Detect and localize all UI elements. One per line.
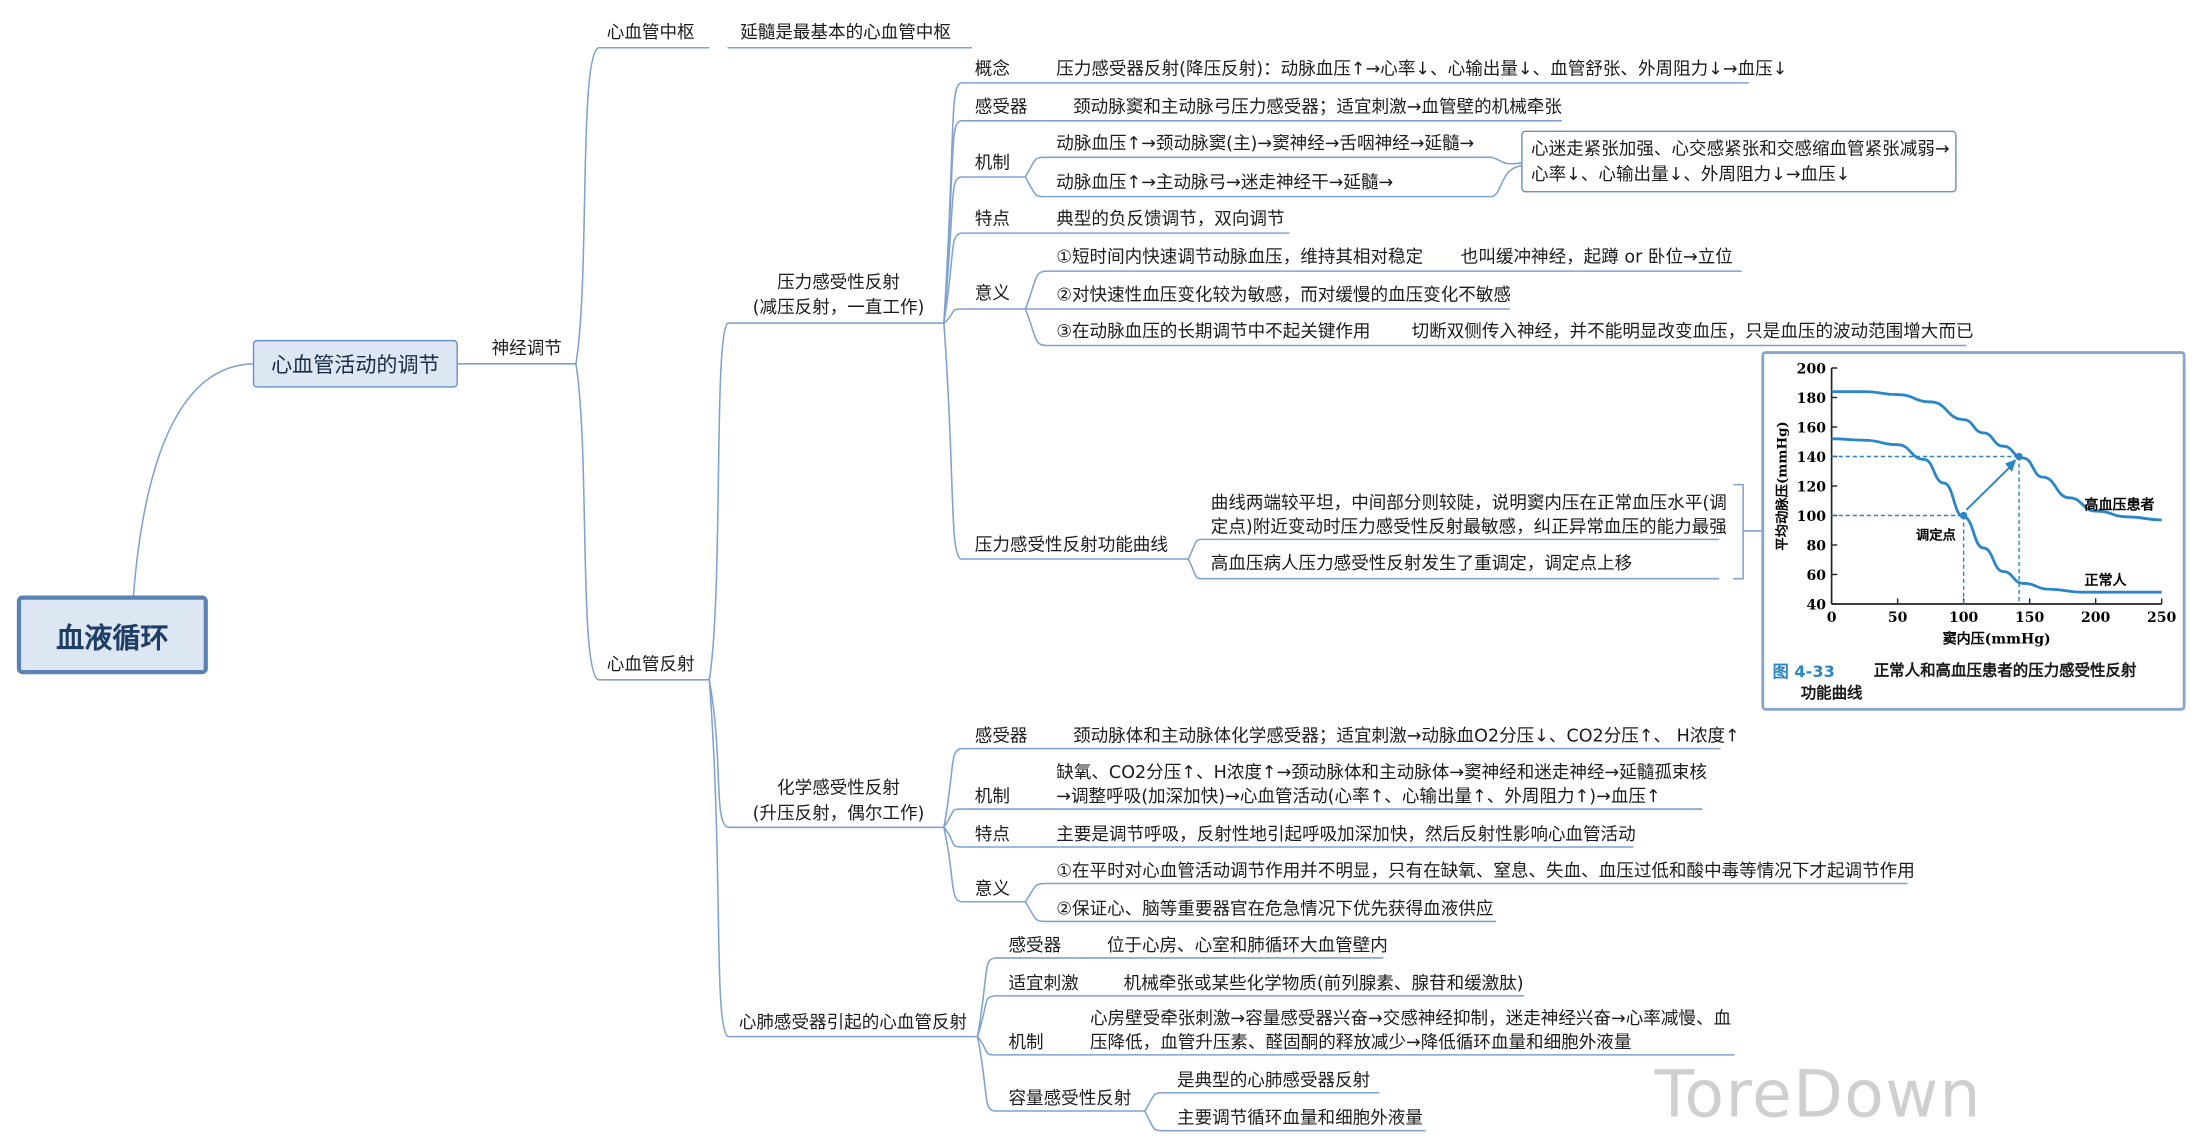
node-baro-reflex-title[interactable]: 压力感受性反射 — [777, 271, 900, 293]
x-tick-label: 50 — [1888, 610, 1908, 626]
watermark-text: ToreDown — [1654, 1056, 1982, 1133]
node-baro-mechanism[interactable]: 机制 — [974, 151, 1010, 173]
y-tick-label: 200 — [1797, 362, 1827, 378]
node-cp-volume-2[interactable]: 主要调节循环血量和细胞外液量 — [1177, 1106, 1423, 1128]
node-baro-reflex-subtitle[interactable]: (减压反射，一直工作) — [752, 296, 925, 318]
x-tick-label: 150 — [2015, 610, 2045, 626]
node-chemo-mechanism[interactable]: 机制 — [974, 785, 1010, 807]
setpoint-marker — [1959, 511, 1968, 520]
node-cp-mech-1[interactable]: 心房壁受牵张刺激→容量感受器兴奋→交感神经抑制，迷走神经兴奋→心率减慢、血 — [1089, 1007, 1732, 1029]
node-cv-center-desc[interactable]: 延髓是最基本的心血管中枢 — [740, 21, 951, 43]
y-tick-label: 40 — [1806, 598, 1826, 614]
x-tick-label: 100 — [1949, 610, 1979, 626]
node-baro-function-curve[interactable]: 压力感受性反射功能曲线 — [974, 533, 1168, 555]
node-cp-stimulus-text[interactable]: 机械牵张或某些化学物质(前列腺素、腺苷和缓激肽) — [1123, 971, 1524, 994]
node-cp-mechanism[interactable]: 机制 — [1008, 1030, 1044, 1053]
y-tick-label: 80 — [1806, 539, 1826, 555]
y-tick-label: 180 — [1797, 391, 1827, 407]
baro-mech-result-box[interactable]: 心迷走紧张加强、心交感紧张和交感缩血管紧张减弱→ 心率↓、心输出量↓、外周阻力↓… — [1521, 130, 1957, 193]
chart-series — [1831, 390, 2162, 604]
figure-caption-title-1: 正常人和高血压患者的压力感受性反射 — [1873, 661, 2137, 680]
baro-mech-result-line-2: 心率↓、心输出量↓、外周阻力↓→血压↓ — [1531, 162, 1851, 185]
setpoint-shift-arrow — [1965, 464, 2013, 511]
y-tick-label: 120 — [1797, 480, 1827, 496]
node-baro-curve-desc-1a[interactable]: 曲线两端较平坦，中间部分则较陡，说明窦内压在正常血压水平(调 — [1210, 491, 1727, 513]
y-tick-label: 60 — [1806, 568, 1826, 584]
node-chemo-reflex-title[interactable]: 化学感受性反射 — [777, 776, 900, 798]
node-baro-meaning-2[interactable]: ②对快速性血压变化较为敏感，而对缓慢的血压变化不敏感 — [1056, 283, 1511, 305]
root-node[interactable]: 血液循环 — [16, 595, 208, 675]
x-axis-label: 窦内压(mmHg) — [1943, 630, 2051, 647]
node-cv-center[interactable]: 心血管中枢 — [606, 21, 695, 43]
root-label: 血液循环 — [56, 620, 169, 654]
node-baro-receptor-text[interactable]: 颈动脉窦和主动脉弓压力感受器；适宜刺激→血管壁的机械牵张 — [1073, 95, 1562, 117]
node-baro-feature[interactable]: 特点 — [974, 207, 1010, 229]
node-baro-mech-1[interactable]: 动脉血压↑→颈动脉窦(主)→窦神经→舌咽神经→延髓→ — [1056, 132, 1475, 154]
node-chemo-meaning-2[interactable]: ②保证心、脑等重要器官在危急情况下优先获得血液供应 — [1056, 897, 1494, 919]
node-baro-curve-desc-1b[interactable]: 定点)附近变动时压力感受性反射最敏感，纠正异常血压的能力最强 — [1210, 515, 1727, 537]
node-baro-feature-text[interactable]: 典型的负反馈调节，双向调节 — [1056, 207, 1285, 229]
node-chemo-feature-text[interactable]: 主要是调节呼吸，反射性地引起呼吸加深加快，然后反射性影响心血管活动 — [1056, 823, 1636, 845]
normal-curve — [1831, 437, 2162, 594]
x-tick-label: 200 — [2081, 610, 2111, 626]
node-cv-reflex[interactable]: 心血管反射 — [606, 653, 695, 675]
node-chemo-meaning[interactable]: 意义 — [974, 877, 1010, 899]
node-cp-stimulus[interactable]: 适宜刺激 — [1008, 971, 1079, 994]
node-chemo-receptor-text[interactable]: 颈动脉体和主动脉体化学感受器；适宜刺激→动脉血O2分压↓、CO2分压↑、 H浓度… — [1073, 724, 1740, 746]
node-cp-receptor[interactable]: 感受器 — [1008, 934, 1062, 956]
node-baro-meaning-3[interactable]: ③在动脉血压的长期调节中不起关键作用 — [1056, 320, 1371, 342]
node-baro-concept-text[interactable]: 压力感受器反射(降压反射)：动脉血压↑→心率↓、心输出量↓、血管舒张、外周阻力↓… — [1056, 57, 1788, 79]
node-chemo-mech-2[interactable]: →调整呼吸(加深加快)→心血管活动(心率↑、心输出量↑、外周阻力↑)→血压↑ — [1056, 785, 1661, 807]
watermark: ToreDown — [1655, 1056, 1982, 1132]
node-baro-meaning-1-note[interactable]: 也叫缓冲神经，起蹲 or 卧位→立位 — [1460, 245, 1733, 267]
hypertension-label: 高血压患者 — [2084, 497, 2154, 514]
x-tick-label: 0 — [1827, 610, 1837, 626]
node-baro-meaning-3-note[interactable]: 切断双侧传入神经，并不能明显改变血压，只是血压的波动范围增大而已 — [1411, 320, 1974, 342]
normal-label: 正常人 — [2084, 572, 2127, 589]
node-chemo-mech-1[interactable]: 缺氧、CO2分压↑、H浓度↑→颈动脉体和主动脉体→窦神经和迷走神经→延髓孤束核 — [1056, 761, 1708, 783]
node-chemo-feature[interactable]: 特点 — [974, 823, 1010, 845]
node-baro-meaning-1[interactable]: ①短时间内快速调节动脉血压，维持其相对稳定 — [1056, 245, 1424, 267]
hypertension-curve — [1831, 390, 2162, 522]
setpoint-label: 调定点 — [1916, 526, 1956, 543]
figure-caption-title-2: 功能曲线 — [1800, 684, 1863, 703]
node-cp-volume-1[interactable]: 是典型的心肺感受器反射 — [1177, 1068, 1371, 1090]
node-chemo-reflex-subtitle[interactable]: (升压反射，偶尔工作) — [752, 802, 925, 824]
figure-caption-number: 图 4-33 — [1772, 661, 1835, 682]
main-topic-node[interactable]: 心血管活动的调节 — [252, 339, 458, 388]
y-axis-label: 平均动脉压(mmHg) — [1774, 421, 1791, 550]
node-cp-volume-reflex[interactable]: 容量感受性反射 — [1008, 1087, 1132, 1109]
node-baro-concept[interactable]: 概念 — [974, 57, 1010, 79]
node-chemo-receptor[interactable]: 感受器 — [974, 724, 1028, 746]
node-cp-receptor-text[interactable]: 位于心房、心室和肺循环大血管壁内 — [1106, 934, 1388, 956]
node-baro-receptor[interactable]: 感受器 — [974, 95, 1028, 117]
setpoint-marker — [2015, 452, 2023, 461]
main-topic-label: 心血管活动的调节 — [271, 351, 440, 378]
baroreflex-chart: 200 180 160 140 120 100 80 60 400 50 100 150 200 250 平… — [1774, 362, 2177, 648]
node-chemo-meaning-1[interactable]: ①在平时对心血管活动调节作用并不明显，只有在缺氧、窒息、失血、血压过低和酸中毒等… — [1056, 859, 1915, 881]
chart-axes: 200 180 160 140 120 100 80 60 400 50 100 150 200 250 平… — [1774, 362, 2177, 648]
node-cardiopulmonary-reflex[interactable]: 心肺感受器引起的心血管反射 — [738, 1011, 968, 1033]
x-tick-label: 250 — [2147, 610, 2177, 626]
y-tick-label: 100 — [1797, 509, 1827, 525]
node-cp-mech-2[interactable]: 压降低，血管升压素、醛固酮的释放减少→降低循环血量和细胞外液量 — [1089, 1030, 1632, 1053]
node-baro-curve-desc-2[interactable]: 高血压病人压力感受性反射发生了重调定，调定点上移 — [1210, 552, 1633, 574]
node-baro-mech-2[interactable]: 动脉血压↑→主动脉弓→迷走神经干→延髓→ — [1056, 171, 1394, 193]
y-tick-label: 140 — [1797, 450, 1827, 466]
node-baro-meaning[interactable]: 意义 — [974, 282, 1010, 304]
node-neural-regulation[interactable]: 神经调节 — [491, 337, 562, 359]
baro-mech-result-line-1: 心迷走紧张加强、心交感紧张和交感缩血管紧张减弱→ — [1531, 137, 1950, 159]
y-tick-label: 160 — [1797, 421, 1827, 437]
